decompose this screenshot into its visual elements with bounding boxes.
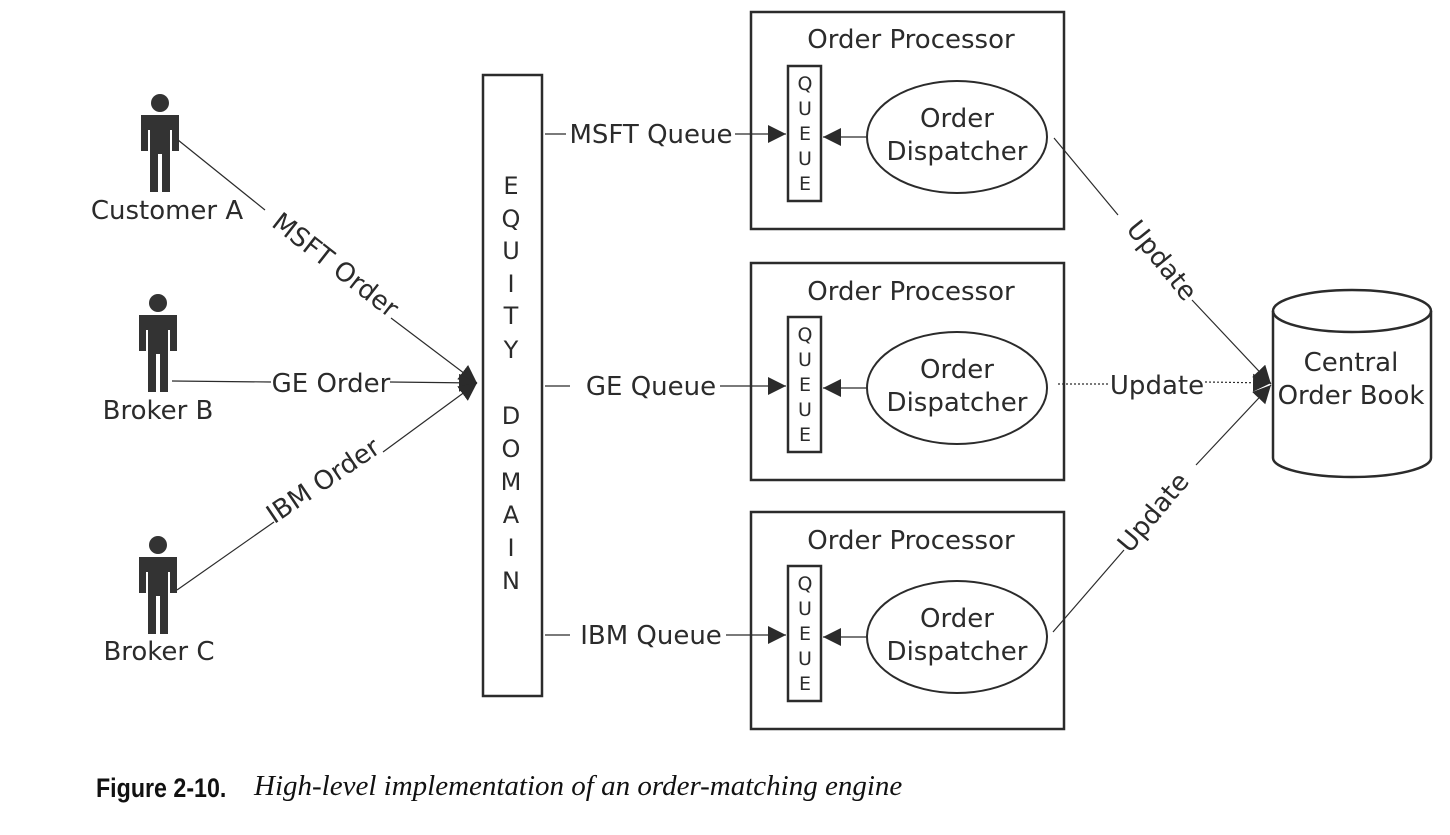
update-connectors: [1052, 137, 1272, 633]
order-matching-diagram: Customer A Broker B Broker C MSFT Order …: [91, 10, 1433, 731]
actor-label: Broker C: [103, 637, 214, 667]
queue-letter: E: [799, 123, 811, 145]
dispatcher-label: Order: [920, 604, 994, 634]
processor-box: [749, 261, 1066, 482]
queue-letter: U: [798, 98, 812, 120]
queue-box: [786, 315, 823, 454]
equity-domain-letter: U: [502, 237, 520, 265]
equity-domain-letter: O: [502, 435, 521, 463]
actor-customer-a: Customer A: [91, 94, 244, 226]
dispatcher-label: Order: [920, 104, 994, 134]
order-dispatcher: [866, 331, 1048, 445]
queue-letter: E: [799, 673, 811, 695]
figure-number: Figure 2-10.: [96, 773, 227, 803]
actor-label: Broker B: [103, 396, 214, 426]
queue-letter: E: [799, 424, 811, 446]
ge-order-line: [171, 380, 272, 383]
actor-broker-b: Broker B: [103, 294, 214, 426]
queue-letter: U: [798, 598, 812, 620]
actor-label: Customer A: [91, 196, 244, 226]
equity-domain-letter: T: [503, 302, 519, 330]
equity-domain-letter: E: [503, 172, 518, 200]
queue-letter: E: [799, 623, 811, 645]
ibm-order-line: [382, 382, 478, 453]
queue-letter: U: [798, 399, 812, 421]
queue-box: [786, 64, 823, 203]
equity-domain-letter: Y: [503, 336, 519, 364]
equity-domain-letter: A: [503, 501, 520, 529]
ge-order-line: [389, 373, 478, 392]
queue-letter: Q: [798, 324, 813, 346]
dispatcher-label: Dispatcher: [887, 137, 1028, 167]
dispatcher-label: Dispatcher: [887, 637, 1028, 667]
queue-letter: E: [799, 173, 811, 195]
equity-domain-letter: Q: [502, 205, 521, 233]
queue-connectors: [545, 125, 786, 644]
database-icon: [1271, 311, 1433, 479]
queue-letter: U: [798, 648, 812, 670]
equity-domain-letter: D: [502, 402, 520, 430]
person-icon: [141, 94, 179, 192]
update-label-1: Update: [1120, 215, 1203, 307]
processor-box: [749, 510, 1066, 731]
order-connectors: [171, 139, 478, 591]
equity-domain-letter: M: [501, 468, 522, 496]
actor-broker-c: Broker C: [103, 536, 215, 667]
queue-letter: Q: [798, 73, 813, 95]
processor-title: Order Processor: [807, 25, 1015, 55]
database-top: [1271, 288, 1433, 334]
msft-order-line: [390, 317, 478, 384]
ibm-order-line: [176, 521, 275, 591]
processor-title: Order Processor: [807, 526, 1015, 556]
order-label-ibm: IBM Order: [261, 432, 386, 530]
queue-letter: E: [799, 374, 811, 396]
update-label-3: Update: [1112, 467, 1196, 558]
dispatcher-label: Dispatcher: [887, 388, 1028, 418]
update-line-1: [1191, 299, 1272, 385]
queue-label-msft: MSFT Queue: [570, 120, 733, 150]
order-book-label: Central: [1304, 348, 1399, 378]
equity-domain-box: [481, 73, 544, 698]
equity-domain-letter: N: [502, 567, 520, 595]
order-dispatcher: [866, 580, 1048, 694]
msft-order-line: [177, 139, 266, 211]
person-icon: [139, 294, 177, 392]
dispatcher-label: Order: [920, 355, 994, 385]
order-dispatcher: [866, 80, 1048, 194]
queue-letter: U: [798, 349, 812, 371]
queue-box: [786, 564, 823, 703]
order-label-msft: MSFT Order: [266, 207, 404, 324]
equity-domain-letter: I: [507, 534, 514, 562]
figure-caption-text: High-level implementation of an order-ma…: [254, 770, 903, 802]
equity-domain-letter: I: [507, 270, 514, 298]
person-icon: [139, 536, 177, 634]
queue-letter: Q: [798, 573, 813, 595]
order-book-label: Order Book: [1278, 381, 1425, 411]
update-line-3: [1052, 549, 1125, 633]
processor-box: [749, 10, 1066, 231]
update-line-1: [1053, 137, 1119, 216]
central-order-book: Central Order Book: [1271, 288, 1433, 479]
update-line-2: [1204, 373, 1272, 392]
figure-caption: Figure 2-10. High-level implementation o…: [96, 770, 902, 804]
queue-letter: U: [798, 148, 812, 170]
queue-label-ge: GE Queue: [586, 372, 716, 402]
update-label-2: Update: [1110, 371, 1204, 401]
processor-title: Order Processor: [807, 277, 1015, 307]
order-label-ge: GE Order: [272, 369, 391, 399]
update-line-3: [1195, 384, 1272, 466]
queue-label-ibm: IBM Queue: [580, 621, 722, 651]
